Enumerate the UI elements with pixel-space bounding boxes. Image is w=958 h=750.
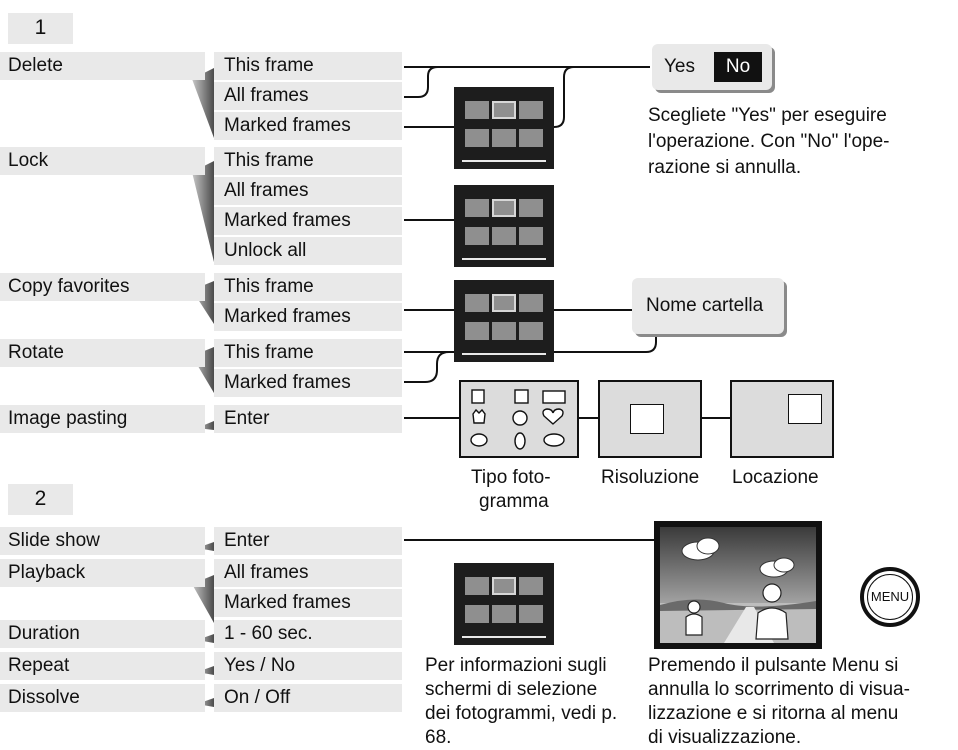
frame-selection-screen [454,280,554,362]
menu-note-line: di visualizzazione. [648,727,802,748]
rotate-this-frame[interactable]: This frame [214,339,402,367]
frame-type-label: gramma [479,491,549,512]
location-screen [730,380,834,458]
playback-all-frames[interactable]: All frames [214,559,402,587]
delete-marked-frames[interactable]: Marked frames [214,112,402,140]
folder-name-label: Nome cartella [646,295,764,316]
frame-selection-screen [454,87,554,169]
folder-name-dialog: Nome cartella [632,278,784,334]
menu-button[interactable]: MENU [860,567,920,627]
confirm-note-line: Scegliete "Yes" per eseguire [648,105,887,126]
frame-selection-screen [454,563,554,645]
menu-copy-favorites[interactable]: Copy favorites [0,273,205,301]
section-2-tab: 2 [8,484,73,515]
slideshow-preview-image [654,521,822,649]
menu-note-line: lizzazione e si ritorna al menu [648,703,899,724]
frame-type-screen [459,380,579,458]
menu-rotate[interactable]: Rotate [0,339,205,367]
confirm-note-line: razione si annulla. [648,157,802,178]
frame-shapes-icon [470,389,566,450]
rotate-marked-frames[interactable]: Marked frames [214,369,402,397]
duration-value[interactable]: 1 - 60 sec. [214,620,402,648]
copy-marked-frames[interactable]: Marked frames [214,303,402,331]
menu-dissolve[interactable]: Dissolve [0,684,205,712]
menu-playback[interactable]: Playback [0,559,205,587]
playback-marked-frames[interactable]: Marked frames [214,589,402,617]
menu-image-pasting[interactable]: Image pasting [0,405,205,433]
section-1-tab: 1 [8,13,73,44]
confirm-note-line: l'operazione. Con "No" l'ope- [648,131,890,152]
menu-note-line: Premendo il pulsante Menu si [648,655,899,676]
menu-lock[interactable]: Lock [0,147,205,175]
menu-repeat[interactable]: Repeat [0,652,205,680]
no-button[interactable]: No [714,52,762,82]
lock-marked-frames[interactable]: Marked frames [214,207,402,235]
menu-duration[interactable]: Duration [0,620,205,648]
repeat-value[interactable]: Yes / No [214,652,402,680]
frame-note-line: 68. [425,727,452,748]
lock-all-frames[interactable]: All frames [214,177,402,205]
menu-button-label: MENU [867,574,913,620]
lock-this-frame[interactable]: This frame [214,147,402,175]
dissolve-value[interactable]: On / Off [214,684,402,712]
menu-note-line: annulla lo scorrimento di visua- [648,679,910,700]
frame-selection-screen [454,185,554,267]
frame-type-label: Tipo foto- [471,467,551,488]
menu-delete[interactable]: Delete [0,52,205,80]
frame-note-line: dei fotogrammi, vedi p. [425,703,618,724]
location-label: Locazione [732,467,819,488]
resolution-screen [598,380,702,458]
confirm-dialog: Yes No [652,44,772,90]
frame-note-line: Per informazioni sugli [425,655,607,676]
menu-slide-show[interactable]: Slide show [0,527,205,555]
delete-all-frames[interactable]: All frames [214,82,402,110]
copy-this-frame[interactable]: This frame [214,273,402,301]
lock-unlock-all[interactable]: Unlock all [214,237,402,265]
resolution-label: Risoluzione [601,467,700,488]
yes-button[interactable]: Yes [664,56,695,77]
delete-this-frame[interactable]: This frame [214,52,402,80]
pasting-enter[interactable]: Enter [214,405,402,433]
slideshow-enter[interactable]: Enter [214,527,402,555]
frame-note-line: schermi di selezione [425,679,598,700]
